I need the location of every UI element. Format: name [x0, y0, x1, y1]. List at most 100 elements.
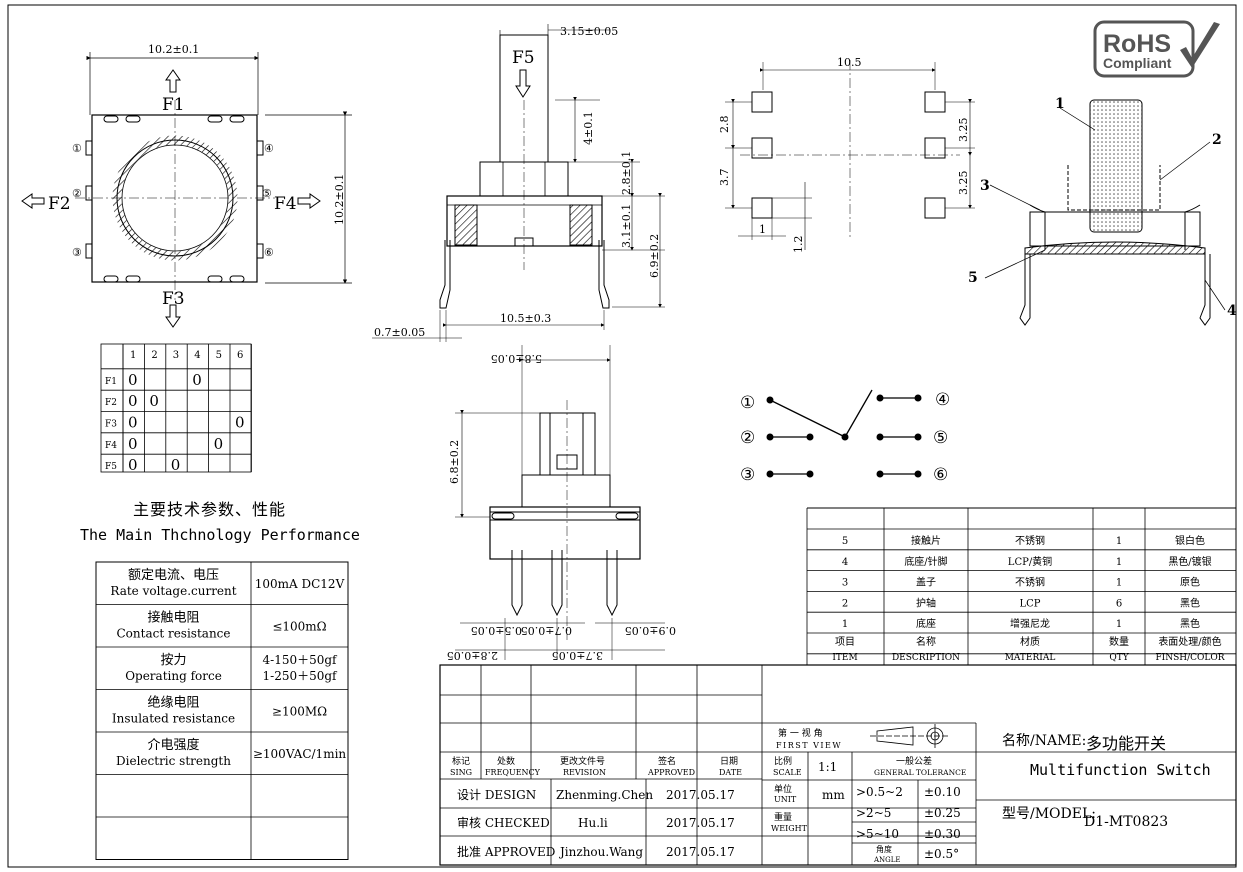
rev-header-sing-cn: 标记 [452, 755, 470, 767]
callout-1: 1 [1055, 96, 1065, 112]
bom-header-cn: 数量 [1109, 635, 1129, 648]
truth-cell: 0 [128, 371, 138, 389]
switch-schematic: ① ② ③ ④ ⑤ ⑥ [740, 389, 950, 485]
design-name: Zhenming.Chen [556, 788, 653, 802]
top-height-dim: 10.2±0.1 [333, 174, 346, 225]
bom-cell-qty: 1 [1116, 619, 1122, 630]
front-pin-b-dim: 0.9±0.05 [625, 624, 676, 637]
bom-cell-qty: 1 [1116, 557, 1122, 568]
rev-header-approved-cn: 签名 [658, 755, 676, 767]
fp-span-dim: 10.5 [837, 56, 862, 69]
tol-value-3: ±0.30 [924, 827, 961, 841]
rohs-text: RoHS [1103, 30, 1171, 58]
bom-cell-finish: 黑色 [1180, 596, 1200, 609]
angle-cn: 角度 [876, 844, 892, 854]
side-pin-span-dim: 10.5±0.3 [500, 312, 551, 325]
rev-header-date-en: DATE [719, 768, 742, 777]
truth-row-label: F3 [105, 420, 117, 430]
truth-col-header: 1 [130, 350, 136, 361]
bom-header-cn: 材质 [1020, 635, 1040, 648]
tolerance-en: GENERAL TOLERANCE [874, 768, 966, 777]
side-top-width-dim: 3.15±0.05 [560, 25, 618, 38]
sch-pin-2: ② [740, 428, 755, 448]
bom-header-cn: 项目 [835, 636, 855, 648]
truth-col-header: 3 [173, 350, 179, 361]
bom-cell-qty: 1 [1116, 536, 1122, 547]
f3-arrow-icon [165, 304, 181, 328]
truth-cell: 0 [128, 456, 138, 474]
f5-arrow-icon [515, 69, 531, 98]
front-pin-c-dim: 0.5±0.05 [471, 624, 522, 637]
rev-header-sing-en: SING [450, 768, 472, 777]
angle-en: ANGLE [873, 856, 901, 864]
bom-cell-material: LCP [1019, 598, 1040, 609]
unit-value: mm [822, 788, 845, 802]
front-top-width-dim: 5.8±0.05 [491, 352, 542, 365]
truth-col-header: 2 [151, 350, 157, 361]
sch-pin-3: ③ [740, 465, 755, 485]
side-stem-height-dim: 4±0.1 [582, 111, 595, 145]
truth-cell: 0 [128, 414, 138, 432]
truth-col-header: 5 [216, 350, 222, 361]
rev-header-freq-cn: 处数 [497, 755, 515, 767]
title-block: 标记 SING 处数 FREQUENCY 更改文件号 REVISION 签名 A… [439, 664, 1237, 866]
bom-cell-material: 增强尼龙 [1010, 617, 1050, 630]
bom-cell-finish: 银白色 [1175, 534, 1205, 547]
scale-en: SCALE [773, 768, 802, 777]
pin-label-6: ⑥ [264, 246, 274, 259]
name-en: Multifunction Switch [1030, 761, 1211, 779]
fp-pitch-right-a-dim: 3.25 [957, 118, 970, 143]
truth-cell: 0 [149, 392, 159, 410]
fp-pitch-left-dim: 2.8 [718, 116, 731, 134]
front-pin-a-dim: 0.7±0.05 [521, 624, 572, 637]
front-height-dim: 6.8±0.2 [448, 440, 461, 484]
truth-row-label: F2 [105, 398, 117, 408]
checked-name: Hu.li [578, 816, 608, 830]
bom-header-en: FINSH/COLOR [1155, 653, 1224, 663]
perf-name-cn: 绝缘电阻 [147, 695, 199, 711]
bom-header-cn: 表面处理/颜色 [1158, 635, 1221, 648]
front-pitch-a-dim: 2.8±0.05 [447, 649, 498, 662]
bom-cell-desc: 底座/针脚 [904, 555, 947, 568]
perf-name-cn: 介电强度 [147, 737, 199, 753]
perf-value: ≤100mΩ [272, 620, 326, 634]
truth-cell: 0 [171, 456, 181, 474]
bom-cell-desc: 护轴 [916, 596, 936, 609]
unit-cn: 单位 [774, 783, 792, 795]
unit-en: UNIT [774, 795, 797, 804]
perf-title-cn: 主要技术参数、性能 [133, 500, 286, 519]
pin-label-1: ① [72, 142, 82, 155]
bom-cell-qty: 6 [1116, 598, 1122, 609]
truth-row-label: F5 [105, 462, 117, 472]
approved-name: Jinzhou.Wang [558, 845, 643, 859]
callout-2: 2 [1212, 132, 1222, 148]
bom-header-en: DESCRIPTION [892, 653, 960, 663]
side-view: 3.15±0.05 F5 4±0.1 2.8±0.1 3.1±0.1 6.9±0… [372, 24, 665, 342]
bom-header-en: MATERIAL [1005, 653, 1056, 663]
sch-pin-4: ④ [935, 390, 950, 410]
rohs-compliant-text: Compliant [1103, 55, 1172, 71]
truth-cell: 0 [192, 371, 202, 389]
f3-label: F3 [162, 289, 185, 309]
sch-pin-1: ① [740, 393, 755, 413]
perf-name-cn: 接触电阻 [147, 610, 199, 626]
front-view: 5.8±0.05 6.8±0.2 0.5±0.05 0.7±0.05 0.9±0… [447, 345, 676, 662]
perf-name-cn: 按力 [160, 653, 186, 668]
tol-range-2: >2~5 [856, 806, 891, 820]
fp-pitch-left2-dim: 3.7 [718, 169, 731, 187]
bom-cell-material: 不锈钢 [1015, 534, 1045, 547]
f4-label: F4 [274, 194, 297, 214]
top-width-dim: 10.2±0.1 [148, 43, 199, 56]
truth-row-label: F4 [105, 441, 117, 451]
sheet-border [7, 4, 1237, 868]
design-date: 2017.05.17 [666, 788, 735, 802]
bom-cell-desc: 接触片 [911, 534, 941, 547]
checked-label: 审核 CHECKED [457, 815, 550, 830]
bom-cell-finish: 黑色/镀银 [1168, 555, 1211, 568]
callout-4: 4 [1227, 303, 1237, 319]
callout-3: 3 [980, 178, 990, 194]
perf-name-en: Rate voltage.current [110, 584, 236, 598]
sch-pin-5: ⑤ [933, 428, 948, 448]
